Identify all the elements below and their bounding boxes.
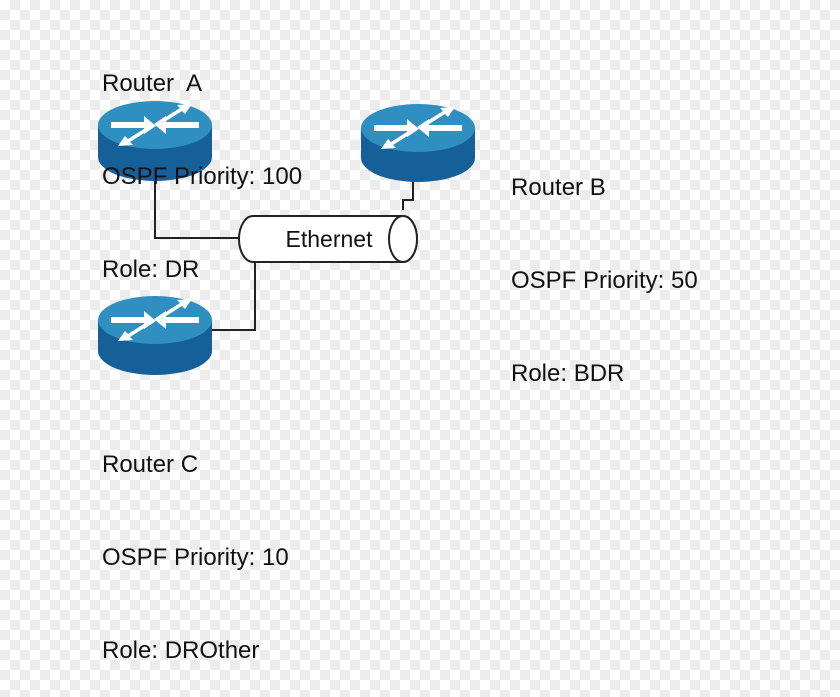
router-c-icon: [98, 296, 212, 375]
router-a-name: Router A: [102, 70, 203, 97]
router-b-role: Role: BDR: [511, 360, 625, 387]
router-a-info: Router A OSPF Priority: 100 Role: DR: [102, 6, 302, 316]
connection-lines: [154, 178, 414, 331]
router-a-priority: OSPF Priority: 100: [102, 163, 303, 190]
router-b-name: Router B: [511, 174, 606, 201]
router-a-role: Role: DR: [102, 256, 200, 283]
router-a-icon: [98, 101, 212, 181]
link-router-c: [212, 258, 256, 331]
ethernet-label: Ethernet: [286, 226, 374, 252]
ethernet-segment: Ethernet: [238, 215, 418, 263]
link-router-a: [154, 178, 245, 239]
link-router-b: [402, 180, 414, 210]
router-b-icon: [361, 104, 475, 182]
router-b-info: Router B OSPF Priority: 50 Role: BDR: [511, 110, 698, 420]
router-c-role: Role: DROther: [102, 637, 260, 664]
ethernet-segment-icon: [238, 215, 418, 263]
router-b-priority: OSPF Priority: 50: [511, 267, 698, 294]
router-c-priority: OSPF Priority: 10: [102, 544, 289, 571]
topology-diagram: Ethernet: [98, 101, 475, 375]
router-c-info: Router C OSPF Priority: 10 Role: DROther: [102, 387, 289, 697]
router-c-name: Router C: [102, 451, 199, 478]
